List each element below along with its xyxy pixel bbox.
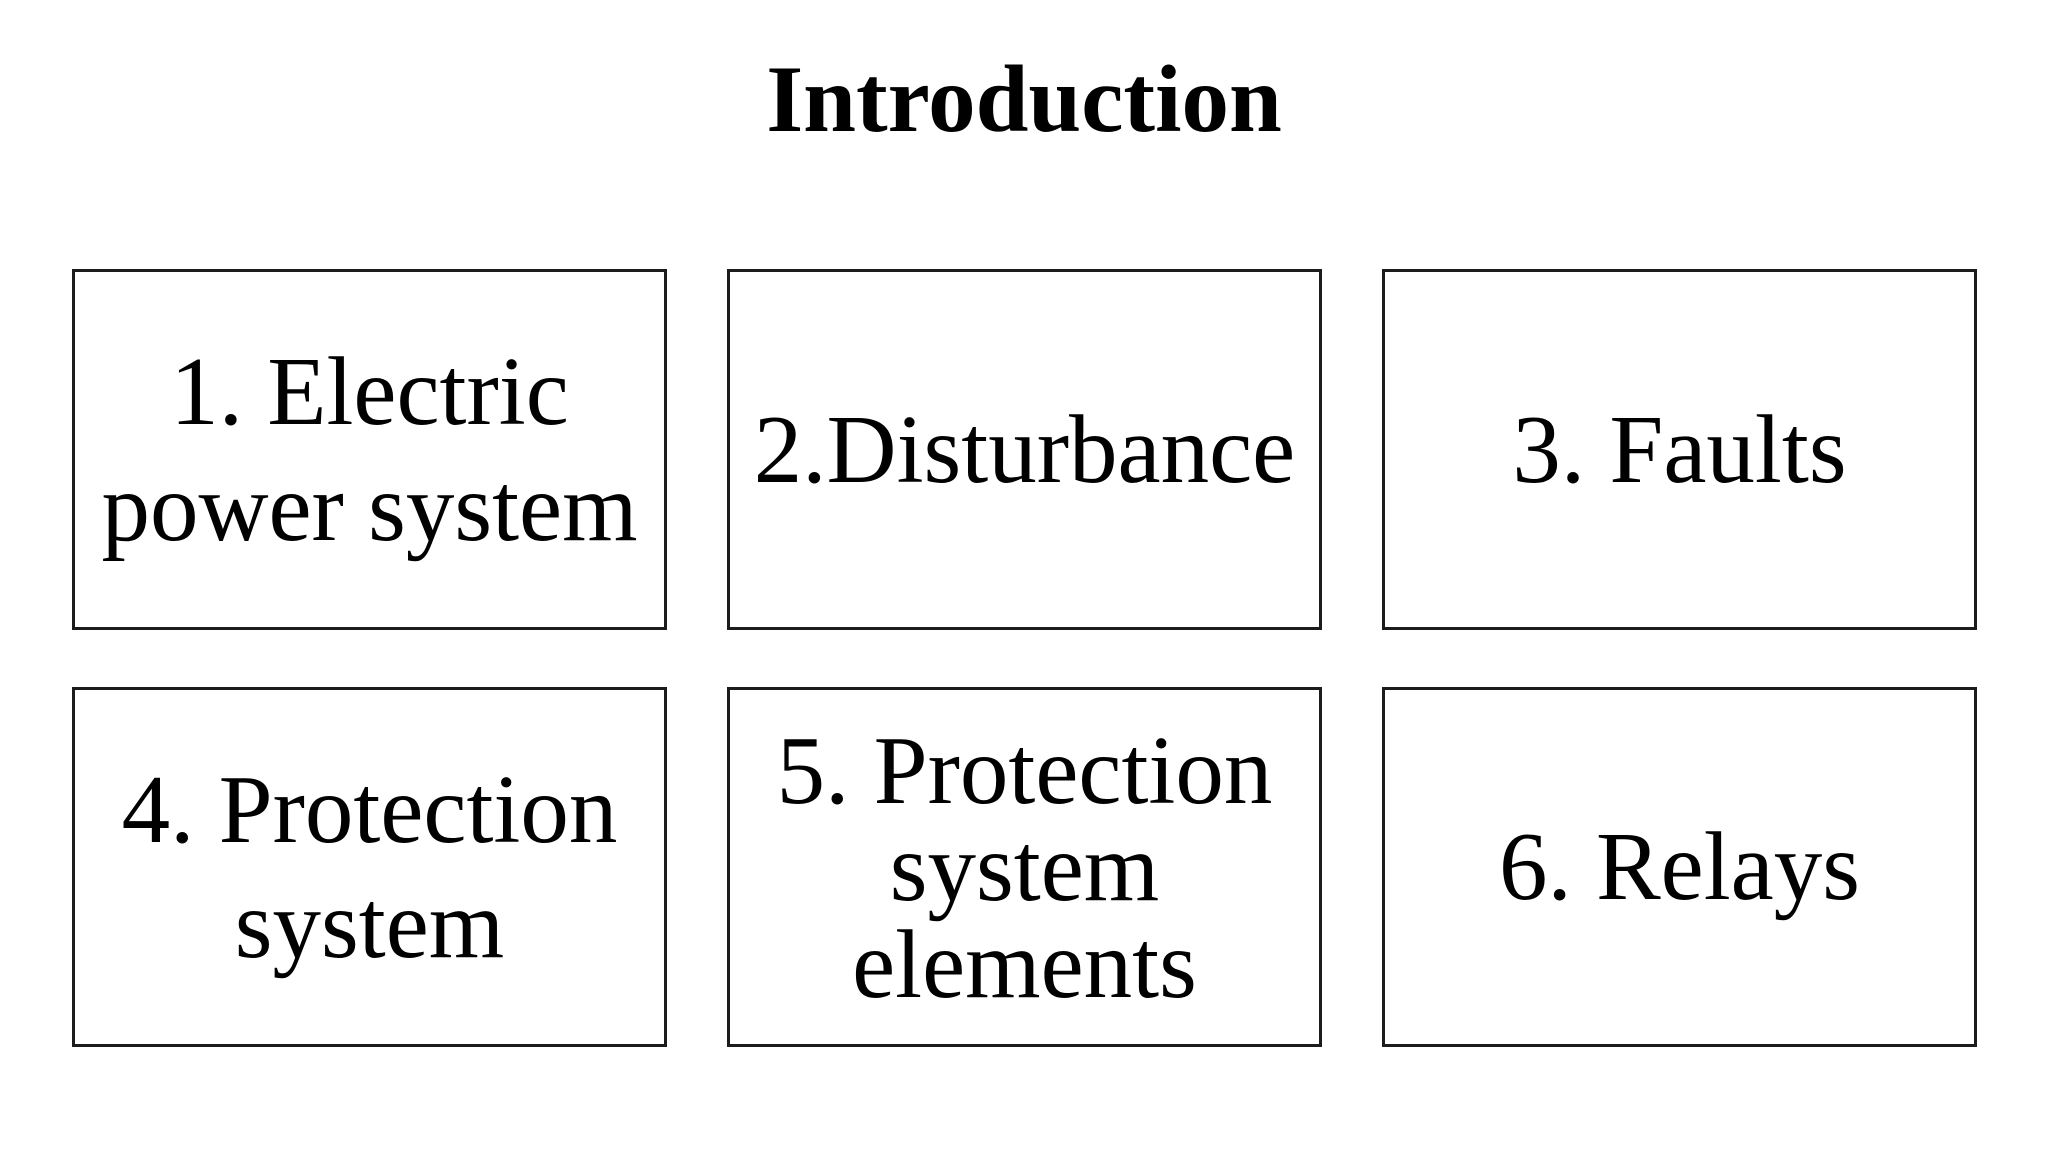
box-protection-system: 4. Protection system bbox=[72, 687, 667, 1047]
box-relays: 6. Relays bbox=[1382, 687, 1977, 1047]
box-faults: 3. Faults bbox=[1382, 269, 1977, 630]
slide-title: Introduction bbox=[766, 46, 1282, 152]
box-electric-power-system: 1. Electric power system bbox=[72, 269, 667, 630]
box-protection-system-elements: 5. Protection system elements bbox=[727, 687, 1322, 1047]
box-disturbance: 2.Disturbance bbox=[727, 269, 1322, 630]
topic-grid: 1. Electric power system 2.Disturbance 3… bbox=[72, 269, 1977, 1047]
